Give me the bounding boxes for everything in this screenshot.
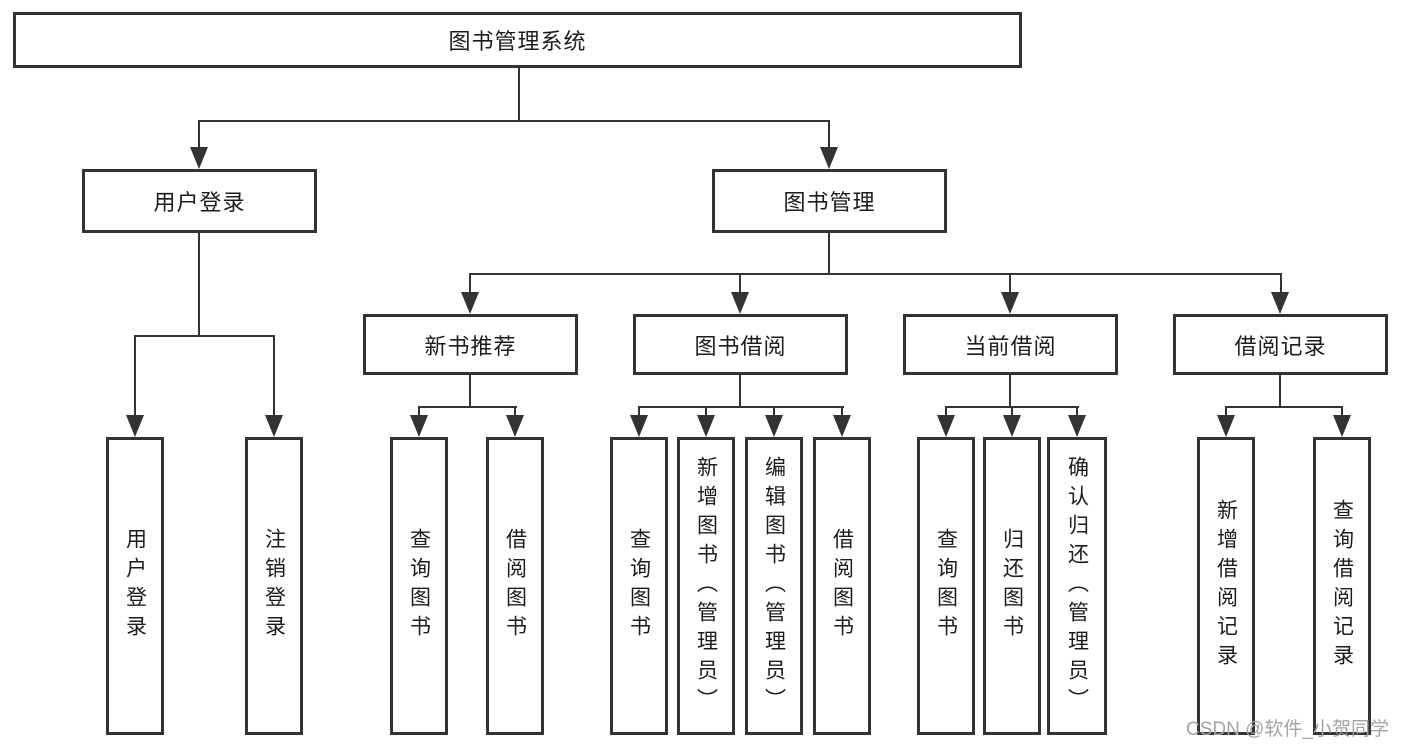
connector-line [945,406,947,422]
arrow-down-icon [190,147,208,169]
node-query-books-2: 查询图书 [610,437,668,735]
node-label: 编辑图书（管理员） [762,455,786,717]
connector-line [134,335,136,420]
node-label: 图书管理 [783,190,876,215]
node-logout: 注销登录 [245,437,303,735]
node-label: 用户登录 [123,528,147,644]
arrow-down-icon [630,415,648,437]
connector-line [828,233,830,275]
node-label: 查询图书 [627,528,651,644]
node-borrow-books-1: 借阅图书 [486,437,544,735]
node-label: 借阅图书 [503,528,527,644]
node-label: 新增图书（管理员） [694,455,718,717]
node-add-books-admin: 新增图书（管理员） [677,437,735,735]
node-new-book-recommend: 新书推荐 [363,314,578,375]
connector-line [1279,375,1281,408]
connector-line [1076,406,1078,422]
arrow-down-icon [126,415,144,437]
node-label: 查询图书 [407,528,431,644]
node-borrow-books-2: 借阅图书 [813,437,871,735]
connector-line [418,406,517,408]
connector-line [638,406,640,422]
connector-line [1009,273,1011,297]
node-library-management-system: 图书管理系统 [13,12,1022,68]
arrow-down-icon [833,415,851,437]
connector-line [1280,273,1282,297]
node-label: 借阅记录 [1234,333,1327,359]
arrow-down-icon [506,415,524,437]
node-add-borrow-record: 新增借阅记录 [1197,437,1255,735]
connector-line [469,273,1282,275]
connector-line [273,335,275,420]
connector-line [1225,406,1343,408]
connector-line [518,68,520,122]
node-query-borrow-record: 查询借阅记录 [1313,437,1371,735]
node-return-books: 归还图书 [983,437,1041,735]
connector-line [198,120,200,152]
connector-line [469,375,471,408]
node-label: 用户登录 [153,190,246,215]
node-user-login: 用户登录 [82,169,317,233]
connector-line [1341,406,1343,422]
connector-line [739,375,741,408]
node-label: 查询借阅记录 [1330,499,1354,673]
arrow-down-icon [1068,415,1086,437]
arrow-down-icon [265,415,283,437]
arrow-down-icon [1001,292,1019,314]
connector-line [828,120,830,152]
connector-line [841,406,843,422]
connector-line [1011,406,1013,422]
node-label: 当前借阅 [964,333,1057,359]
node-label: 查询图书 [934,528,958,644]
arrow-down-icon [765,415,783,437]
node-borrowing-records: 借阅记录 [1173,314,1388,375]
arrow-down-icon [1003,415,1021,437]
node-label: 确认归还（管理员） [1065,455,1089,717]
node-confirm-return-admin: 确认归还（管理员） [1047,437,1107,735]
arrow-down-icon [1271,292,1289,314]
node-book-management: 图书管理 [712,169,947,233]
connector-line [1009,375,1011,408]
arrow-down-icon [461,292,479,314]
connector-line [418,406,420,422]
node-label: 借阅图书 [830,528,854,644]
node-label: 图书借阅 [694,333,787,359]
node-current-borrowing: 当前借阅 [903,314,1118,375]
arrow-down-icon [731,292,749,314]
connector-line [469,273,471,297]
node-user-login-leaf: 用户登录 [106,437,164,735]
connector-line [705,406,707,422]
arrow-down-icon [820,147,838,169]
connector-line [739,273,741,297]
arrow-down-icon [937,415,955,437]
node-book-borrowing: 图书借阅 [633,314,848,375]
arrow-down-icon [1217,415,1235,437]
connector-line [638,406,844,408]
connector-line [773,406,775,422]
arrow-down-icon [1333,415,1351,437]
connector-line [134,335,275,337]
node-label: 注销登录 [262,528,286,644]
node-label: 新增借阅记录 [1214,499,1238,673]
node-edit-books-admin: 编辑图书（管理员） [745,437,803,735]
node-query-books-1: 查询图书 [390,437,448,735]
node-label: 图书管理系统 [448,29,587,54]
watermark: CSDN @软件_小贺同学 [1186,719,1389,740]
connector-line [198,233,200,337]
arrow-down-icon [410,415,428,437]
arrow-down-icon [697,415,715,437]
connector-line [198,120,830,122]
node-label: 新书推荐 [424,333,517,359]
node-query-books-3: 查询图书 [917,437,975,735]
node-label: 归还图书 [1000,528,1024,644]
connector-line [1225,406,1227,422]
connector-line [514,406,516,422]
